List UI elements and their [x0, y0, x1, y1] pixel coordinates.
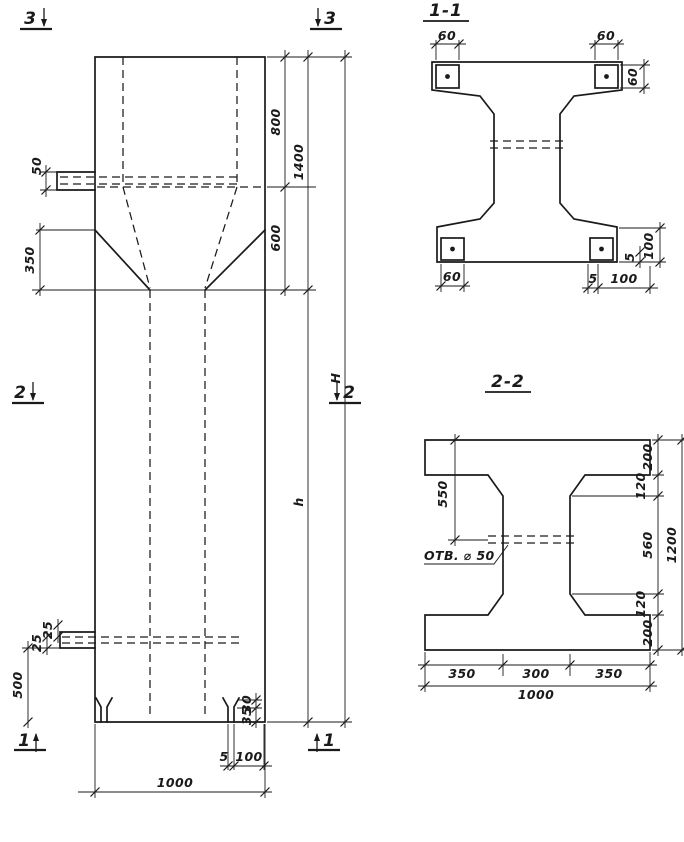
hole-leader-line — [424, 544, 509, 565]
dim-recess-800: 800 — [268, 108, 283, 135]
dim-s11-100-side: 100 — [641, 232, 656, 259]
dim-base-500: 500 — [10, 671, 25, 698]
marker-2-left: 2 — [14, 383, 26, 403]
dim-transition-600: 600 — [268, 224, 283, 251]
dim-s11-5-side: 5 — [622, 252, 637, 261]
section-1-1-hole — [490, 140, 565, 149]
dim-s22-120-bot: 120 — [633, 590, 648, 617]
dim-s22-300: 300 — [522, 666, 549, 681]
dim-shaft-h: h — [291, 497, 306, 506]
marker-3-left: 3 — [24, 9, 36, 29]
dim-s11-60-side: 60 — [625, 68, 640, 86]
dim-taper-350: 350 — [22, 246, 37, 273]
dim-topblock-1400: 1400 — [291, 144, 306, 180]
dim-s22-200-bot: 200 — [640, 619, 655, 646]
section-1-1-view: 1-1 — [423, 1, 666, 294]
elevation-dimension-labels: 50 350 800 1400 600 H h 25 25 500 30 35 … — [10, 108, 343, 790]
dim-console-50: 50 — [29, 157, 44, 175]
section-1-1-dimension-labels: 60 60 60 60 5 100 5 100 — [438, 28, 656, 286]
section-2-2-outline — [424, 439, 651, 651]
marker-1-right: 1 — [323, 731, 335, 751]
section-2-2-view: 2-2 ОТВ. ⌀ 50 550 200 120 560 — [418, 372, 684, 702]
marker-1-left: 1 — [18, 731, 30, 751]
marker-3-right: 3 — [324, 9, 336, 29]
dim-foot-35: 35 — [239, 707, 254, 725]
dim-foot-30: 30 — [239, 695, 254, 713]
dim-s11-60-bl: 60 — [443, 269, 461, 284]
column-outline — [56, 56, 267, 723]
dim-ledge-25a: 25 — [40, 621, 55, 639]
column-hidden-edges — [60, 57, 263, 718]
marker-2-right: 2 — [343, 383, 355, 403]
dim-s22-120-top: 120 — [633, 472, 648, 499]
section-1-1-title: 1-1 — [429, 1, 463, 21]
dim-plate-100: 100 — [235, 749, 262, 764]
dim-width-1000: 1000 — [157, 775, 193, 790]
hole-label: ОТВ. ⌀ 50 — [424, 548, 495, 563]
dim-s11-60-tl: 60 — [438, 28, 456, 43]
dim-s11-60-tr: 60 — [597, 28, 615, 43]
dim-s11-5-br: 5 — [588, 271, 597, 286]
section-1-1-outline — [431, 61, 623, 263]
dim-s22-560: 560 — [640, 531, 655, 558]
dim-s22-350-left: 350 — [448, 666, 475, 681]
dim-s22-1000: 1000 — [518, 687, 554, 702]
section-2-2-dimension-lines — [418, 434, 684, 692]
dim-s22-200-top: 200 — [640, 443, 655, 470]
elevation-view: 50 350 800 1400 600 H h 25 25 500 30 35 … — [10, 8, 361, 798]
dim-s22-1200: 1200 — [664, 527, 679, 563]
section-2-2-title: 2-2 — [491, 372, 525, 392]
elevation-dimension-lines — [22, 50, 352, 798]
section-1-1-dimension-lines — [430, 38, 666, 294]
section-cut-markers: 3 3 2 2 1 1 — [12, 8, 361, 752]
section-1-1-anchor-dots — [445, 74, 609, 252]
dim-s22-550: 550 — [435, 480, 450, 507]
dim-s11-100-br: 100 — [610, 271, 637, 286]
section-2-2-hole — [488, 535, 578, 544]
dim-overall-H: H — [328, 372, 343, 383]
dim-ledge-25b: 25 — [29, 634, 44, 652]
section-2-2-dimension-labels: 550 200 120 560 120 200 1200 350 300 350… — [435, 443, 679, 702]
dim-s22-350-right: 350 — [595, 666, 622, 681]
dim-plategap-5: 5 — [219, 749, 228, 764]
